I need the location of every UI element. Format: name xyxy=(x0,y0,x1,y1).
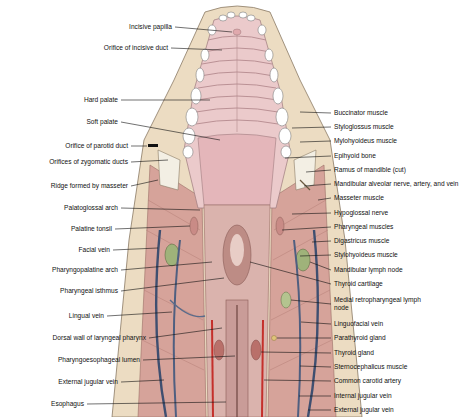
mandible-bone xyxy=(158,150,180,190)
part-label: Masseter muscle xyxy=(334,194,384,202)
part-label: Orifices of zygomatic ducts xyxy=(49,158,128,166)
tonsil xyxy=(190,217,198,235)
lumen-line xyxy=(236,305,237,417)
mandible-bone xyxy=(294,150,316,190)
part-label: Esophagus xyxy=(51,400,84,408)
part-label: Mandibular alveolar nerve, artery, and v… xyxy=(334,180,459,188)
lymph-node xyxy=(296,249,310,271)
part-label: Facial vein xyxy=(78,246,110,254)
part-label: Ridge formed by masseter xyxy=(51,182,128,190)
muscle-mass xyxy=(138,165,206,417)
tonsil xyxy=(276,217,284,235)
skin xyxy=(112,6,362,417)
part-label: External jugular vein xyxy=(334,406,394,414)
leader-lines xyxy=(87,27,331,410)
part-label: Styloglossus muscle xyxy=(334,123,394,131)
palatine-ridges xyxy=(196,30,278,132)
part-label: Pharyngeal muscles xyxy=(334,223,393,231)
part-label: Thyroid gland xyxy=(334,349,374,357)
part-label: Incisive papilla xyxy=(129,23,172,31)
part-label: Palatoglossal arch xyxy=(64,204,118,212)
part-label: Mylohyoideus muscle xyxy=(334,137,397,145)
part-label: Mandibular lymph node xyxy=(334,266,403,274)
part-label: Pharyngeal isthmus xyxy=(60,287,118,295)
incisive-papilla xyxy=(233,29,241,35)
part-label: Common carotid artery xyxy=(334,377,401,385)
duct-marker xyxy=(148,144,158,147)
pharyngeal-isthmus xyxy=(223,225,251,285)
vessels xyxy=(156,180,318,417)
part-label: Ramus of mandible (cut) xyxy=(334,166,406,174)
part-label: Hard palate xyxy=(84,96,118,104)
part-label: Hypoglossal nerve xyxy=(334,209,388,217)
pharynx xyxy=(204,205,270,417)
hard-palate xyxy=(184,16,290,208)
part-label: Buccinator muscle xyxy=(334,109,388,117)
parathyroid xyxy=(272,336,277,341)
part-label: Internal jugular vein xyxy=(334,392,392,400)
part-label: Linguofacial vein xyxy=(334,320,383,328)
part-label: Digastricus muscle xyxy=(334,237,389,245)
part-label: Epihyoid bone xyxy=(334,152,376,160)
part-label: Orifice of incisive duct xyxy=(104,44,168,52)
part-label: Soft palate xyxy=(86,118,118,126)
part-label: External jugular vein xyxy=(58,378,118,386)
muscle-mass xyxy=(268,165,336,417)
part-label: Lingual vein xyxy=(69,312,104,320)
part-label: Parathyroid gland xyxy=(334,334,386,342)
part-label: Dorsal wall of laryngeal pharynx xyxy=(53,334,146,342)
soft-palate xyxy=(198,134,276,205)
part-label: Sternocephalicus muscle xyxy=(334,363,407,371)
part-label: Stylohyoideus muscle xyxy=(334,251,398,259)
part-label: Orifice of parotid duct xyxy=(65,142,128,150)
part-label: Palatine tonsil xyxy=(71,225,112,233)
part-label: Pharyngoesophageal lumen xyxy=(58,356,140,364)
epiglottis xyxy=(230,234,244,266)
part-label: Thyroid cartilage xyxy=(334,280,383,288)
esophagus xyxy=(226,300,248,417)
lymph-node xyxy=(281,292,291,308)
thyroid-gland xyxy=(251,340,261,360)
part-label: Medial retropharyngeal lymph node xyxy=(334,296,434,311)
part-label: Pharyngopalatine arch xyxy=(52,266,118,274)
